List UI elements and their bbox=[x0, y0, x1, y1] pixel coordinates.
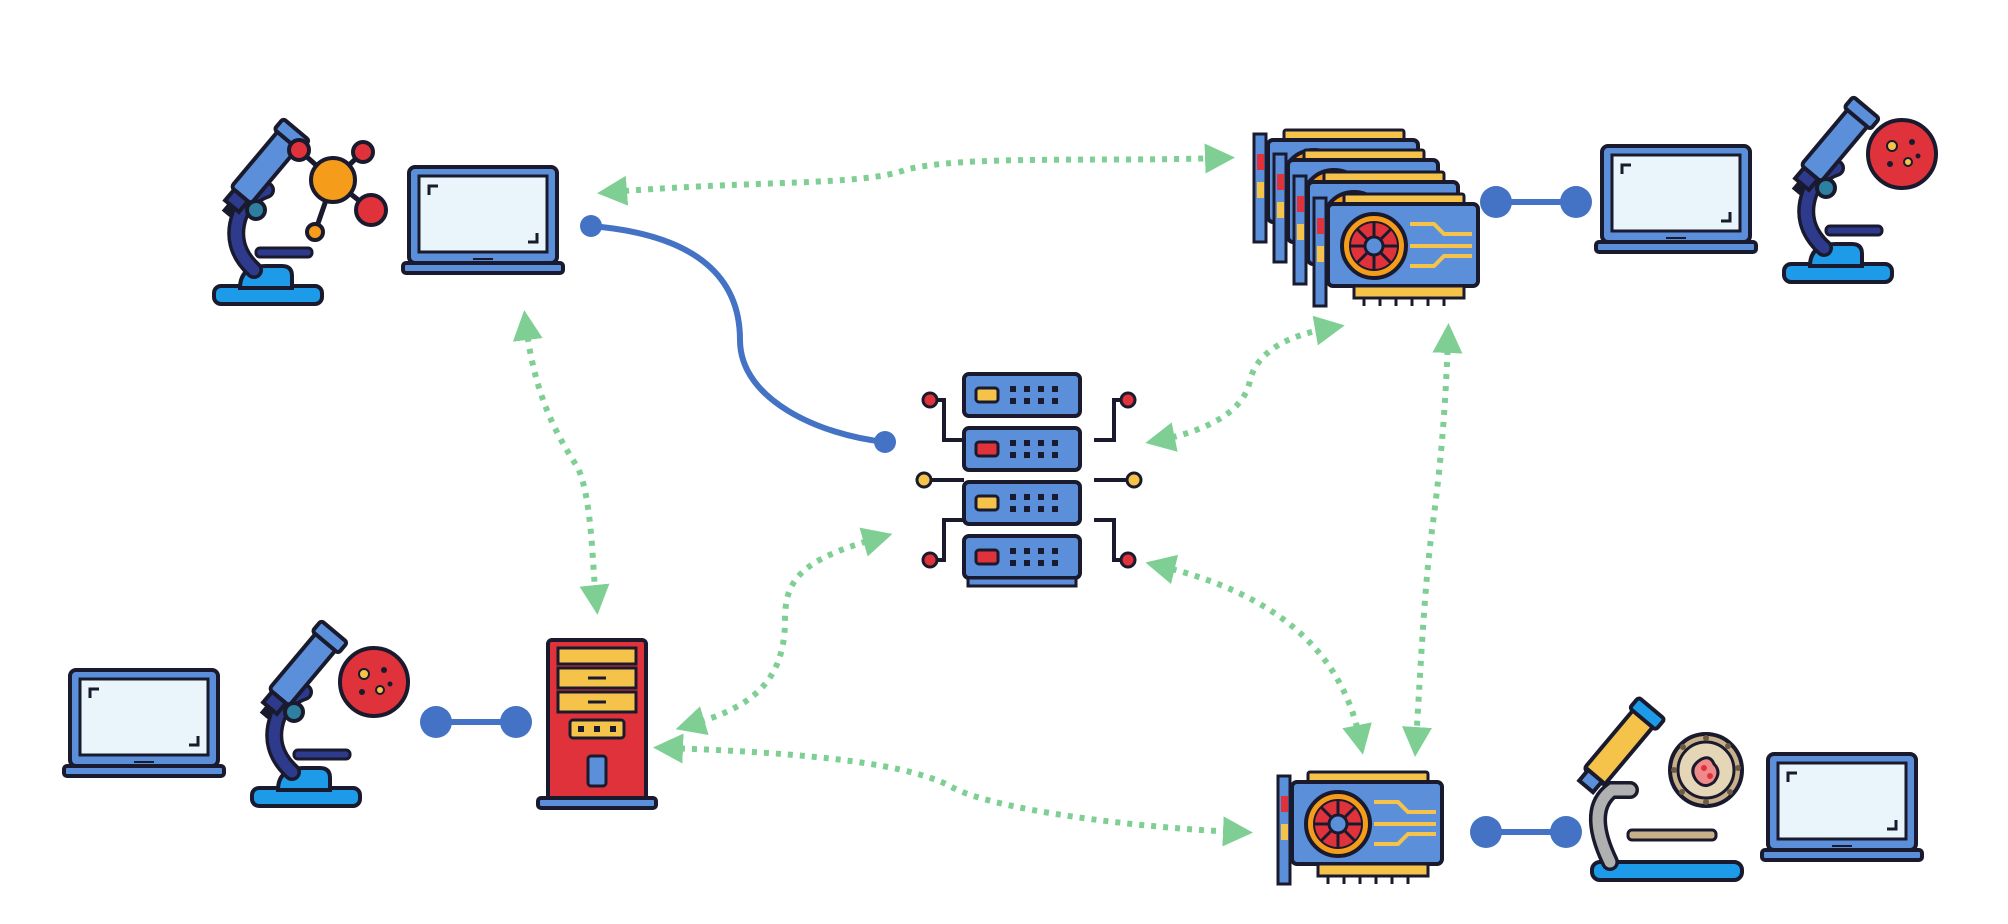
central-server bbox=[915, 372, 1143, 588]
lab-top-right bbox=[1594, 97, 1938, 282]
gpu-cluster bbox=[1252, 128, 1480, 308]
bacteria-sample-icon bbox=[1668, 732, 1744, 808]
molecule-icon bbox=[289, 140, 386, 240]
lab-bottom-right bbox=[1576, 696, 1924, 882]
link-server-gpucluster bbox=[1145, 315, 1345, 452]
microscope-icon bbox=[1576, 696, 1744, 882]
link-server-singlegpu bbox=[1145, 554, 1372, 755]
cell-sample-icon bbox=[338, 646, 410, 718]
microscope-icon bbox=[251, 621, 360, 806]
link-server-desktop bbox=[675, 527, 893, 736]
lab-top-left bbox=[213, 119, 565, 304]
gpu-card-icon bbox=[1276, 770, 1444, 886]
link-toplab-gpucluster bbox=[597, 143, 1235, 206]
gpu-card-icon bbox=[1312, 192, 1480, 308]
microscope-icon bbox=[1783, 97, 1892, 282]
laptop-icon bbox=[1760, 752, 1924, 862]
cell-sample-icon bbox=[1866, 118, 1938, 190]
lab-bottom-left bbox=[62, 621, 410, 806]
link-endpoints bbox=[420, 186, 1592, 848]
desktop-tower bbox=[536, 638, 658, 810]
laptop-icon bbox=[1594, 144, 1758, 254]
link-desktop-singlegpu bbox=[653, 733, 1253, 847]
link-toplab-desktop bbox=[512, 310, 610, 615]
laptop-icon bbox=[62, 668, 226, 778]
link-gpucluster-singlegpu bbox=[1401, 323, 1463, 757]
single-gpu bbox=[1276, 770, 1444, 886]
laptop-icon bbox=[401, 165, 565, 275]
dotted-links bbox=[512, 143, 1463, 847]
link-toplab-server bbox=[590, 223, 886, 445]
